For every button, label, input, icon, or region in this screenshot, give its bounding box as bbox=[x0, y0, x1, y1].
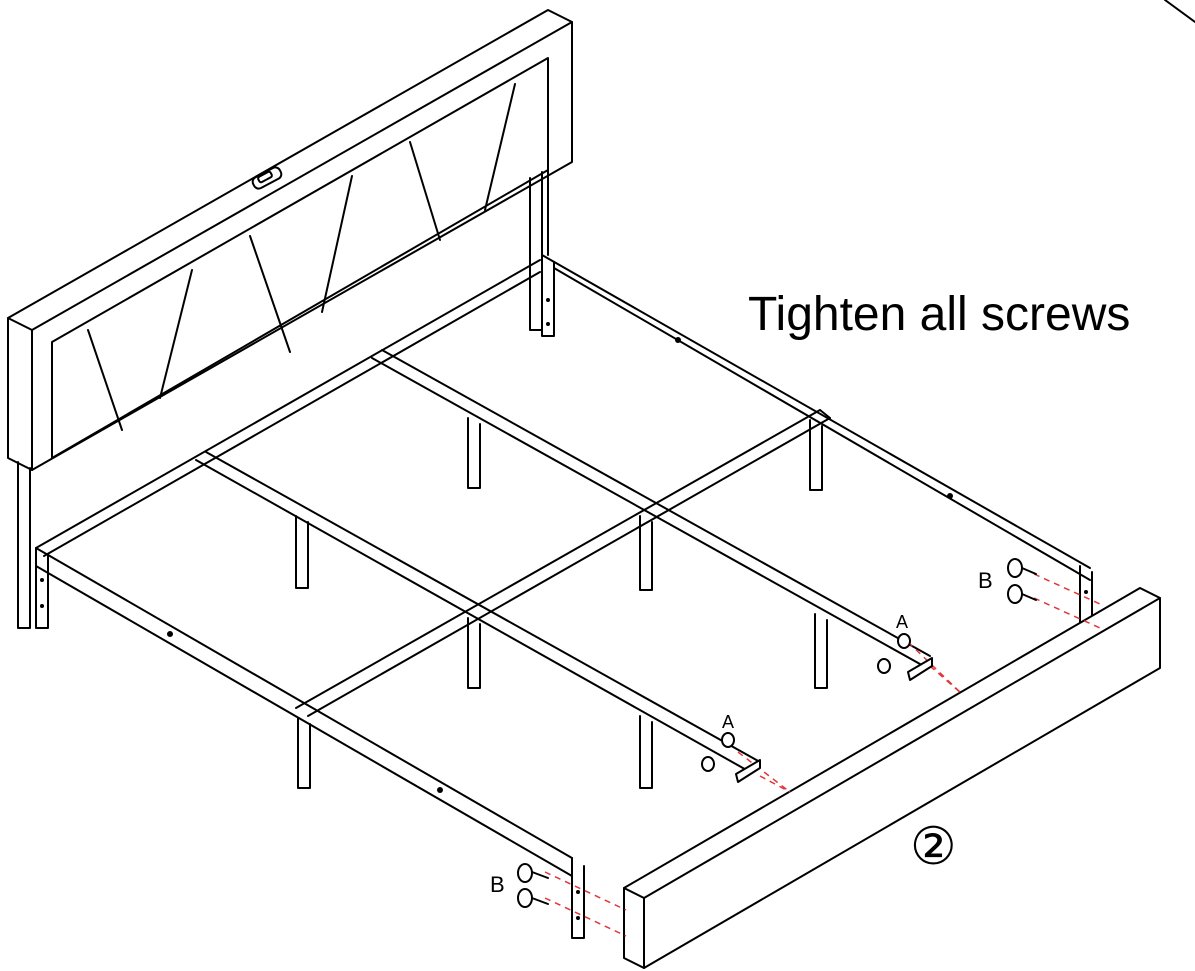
screw-b-label: B bbox=[978, 568, 993, 593]
alignment-guides bbox=[544, 573, 1101, 937]
footboard-panel bbox=[623, 587, 1161, 969]
corner-fragment bbox=[1164, 0, 1195, 23]
end-brackets bbox=[735, 657, 933, 783]
headboard bbox=[7, 9, 573, 629]
screw-a-label: A bbox=[722, 712, 734, 732]
hex-bolt-icon bbox=[517, 558, 1037, 908]
instruction-text: Tighten all screws bbox=[748, 288, 1130, 341]
usb-port-icon bbox=[251, 166, 283, 190]
screw-a-label: A bbox=[896, 612, 908, 632]
rail-holes bbox=[40, 298, 1088, 920]
center-beam bbox=[295, 409, 831, 717]
screw-b-label: B bbox=[490, 872, 505, 897]
step-number: ② bbox=[910, 818, 957, 876]
cross-slats bbox=[195, 349, 931, 773]
support-legs bbox=[295, 417, 828, 789]
